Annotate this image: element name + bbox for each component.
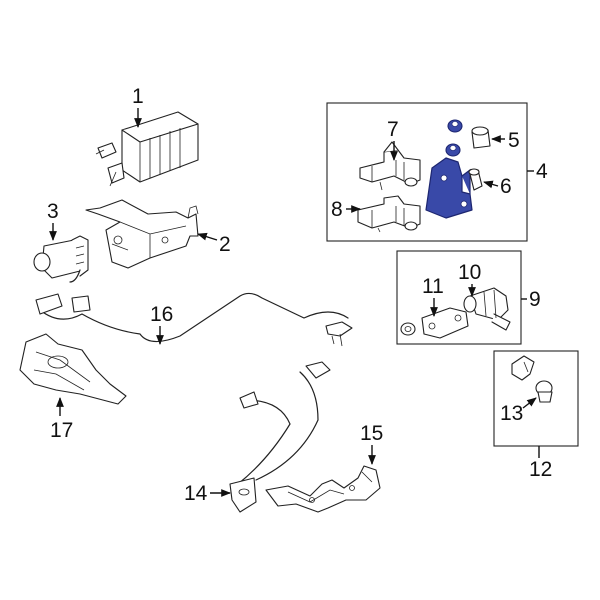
assembly-frame-4 [326,102,528,242]
wiring-bracket[interactable] [265,465,381,513]
callout-2: 2 [219,233,231,256]
o-ring[interactable] [400,322,416,336]
canister-bracket[interactable] [85,199,199,269]
callout-16: 16 [150,303,173,326]
hose-connector[interactable] [535,380,553,403]
highlighted-mounting-bracket[interactable] [425,157,473,219]
callout-10: 10 [458,261,481,284]
charcoal-canister[interactable] [95,111,199,187]
callout-4: 4 [536,160,548,183]
highlighted-grommet-lower[interactable] [445,143,461,157]
assembly-frame-9 [396,250,522,345]
callout-6: 6 [500,175,512,198]
bolt[interactable] [468,168,483,191]
callout-9: 9 [529,288,541,311]
gasket[interactable] [421,307,469,339]
callout-7: 7 [387,118,399,141]
oxygen-sensor-harness[interactable] [35,292,353,347]
egr-valve[interactable] [463,287,511,331]
callout-5: 5 [508,129,520,152]
purge-valve[interactable] [33,235,89,283]
heat-shield[interactable] [19,333,127,405]
callout-3: 3 [47,200,59,223]
hose-elbow[interactable] [511,355,535,381]
callout-11: 11 [422,275,444,298]
callout-1: 1 [132,85,144,108]
leader-6 [483,180,499,189]
rear-oxygen-sensor[interactable] [229,361,331,513]
callout-15: 15 [360,422,383,445]
collar[interactable] [471,126,491,149]
highlighted-grommet-upper[interactable] [447,119,463,133]
vacuum-valve-upper[interactable] [359,141,421,191]
callout-13: 13 [500,402,523,425]
callout-17: 17 [50,419,73,442]
vacuum-valve-lower[interactable] [357,195,421,233]
vacuum-hose[interactable] [538,400,568,438]
leader-2 [197,232,218,241]
callout-12: 12 [529,458,552,481]
assembly-frame-12 [493,350,579,447]
callout-14: 14 [184,482,208,505]
leader-13 [522,397,537,409]
callout-8: 8 [331,198,343,221]
